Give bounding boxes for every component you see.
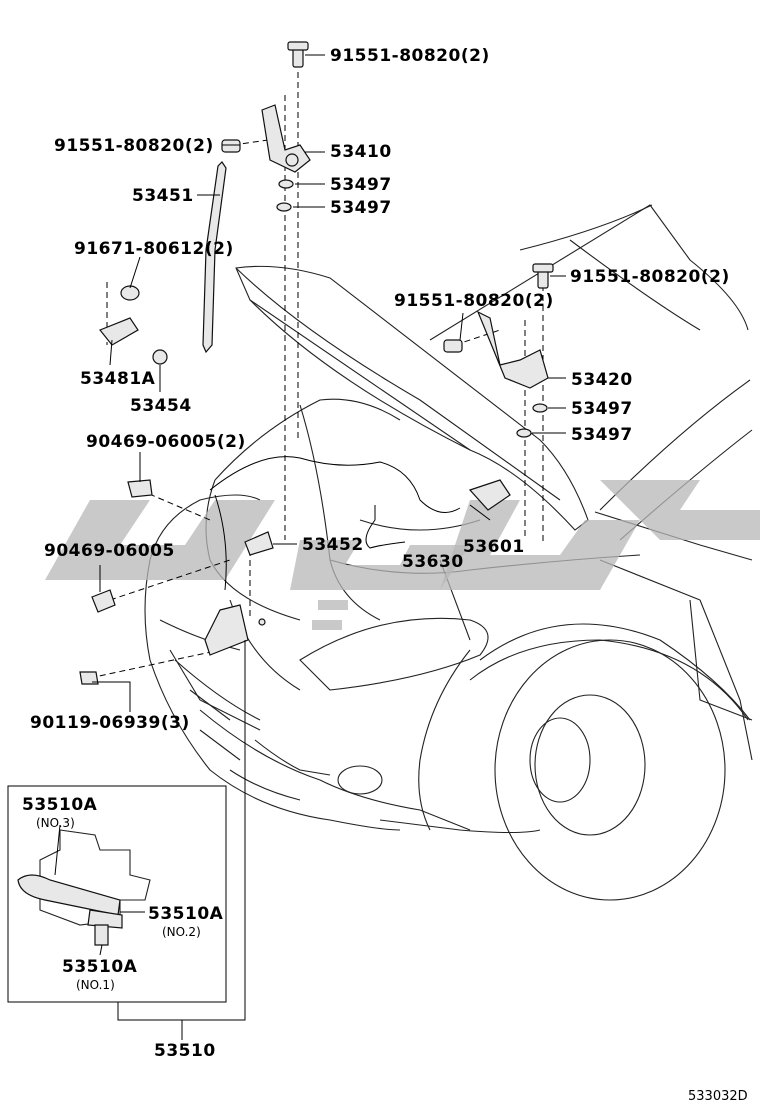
label-90469-1: 90469-06005 <box>44 541 175 561</box>
hood-hinge-left <box>221 41 311 212</box>
label-53452: 53452 <box>302 535 364 555</box>
label-91551-mid: 91551-80820(2) <box>394 291 554 311</box>
label-91551-right: 91551-80820(2) <box>570 267 730 287</box>
diagram-id: 533032D <box>688 1089 748 1104</box>
label-53454: 53454 <box>130 396 192 416</box>
label-90119: 90119-06939(3) <box>30 713 190 733</box>
label-no1: (NO.1) <box>76 978 115 992</box>
label-53510a-no2: 53510A <box>148 904 224 924</box>
label-53451: 53451 <box>132 186 194 206</box>
label-91551-left: 91551-80820(2) <box>54 136 214 156</box>
label-53497-d: 53497 <box>571 425 633 445</box>
label-53510: 53510 <box>154 1041 216 1061</box>
watermark-logo <box>45 480 760 630</box>
hood-hinge-right <box>443 263 554 438</box>
label-53630: 53630 <box>402 552 464 572</box>
label-53410: 53410 <box>330 142 392 162</box>
label-53497-b: 53497 <box>330 198 392 218</box>
label-91671: 91671-80612(2) <box>74 239 234 259</box>
label-53481a: 53481A <box>80 369 156 389</box>
label-53497-c: 53497 <box>571 399 633 419</box>
part-labels: 91551-80820(2) 91551-80820(2) 53410 5349… <box>22 46 748 1104</box>
label-53601: 53601 <box>463 537 525 557</box>
label-no3: (NO.3) <box>36 816 75 830</box>
label-no2: (NO.2) <box>162 925 201 939</box>
support-holder-parts <box>79 285 168 685</box>
hood-lock-and-cable <box>204 456 511 656</box>
hood-support-rod <box>202 161 227 354</box>
label-53510a-no3: 53510A <box>22 795 98 815</box>
label-90469-2: 90469-06005(2) <box>86 432 246 452</box>
label-91551-top: 91551-80820(2) <box>330 46 490 66</box>
label-53510a-no1: 53510A <box>62 957 138 977</box>
inset-detail-box <box>7 785 227 1003</box>
label-53420: 53420 <box>571 370 633 390</box>
label-53497-a: 53497 <box>330 175 392 195</box>
leader-lines <box>92 54 566 1040</box>
